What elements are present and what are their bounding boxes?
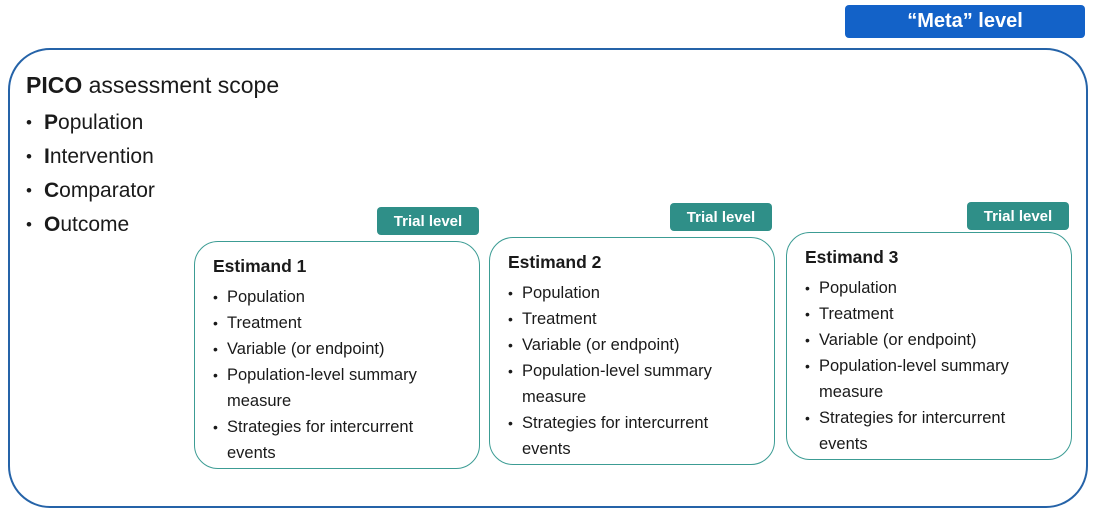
estimand-attribute-text: Variable (or endpoint) bbox=[819, 331, 977, 349]
trial-level-badge-label: Trial level bbox=[983, 207, 1053, 225]
estimand-attribute-text: Variable (or endpoint) bbox=[227, 340, 385, 358]
bullet-icon: • bbox=[508, 415, 513, 431]
estimand-attribute-text: Treatment bbox=[522, 310, 597, 328]
estimand-attribute: • Population bbox=[508, 280, 758, 306]
estimand-attribute-text: Treatment bbox=[227, 314, 302, 332]
bullet-icon: • bbox=[805, 280, 810, 296]
meta-level-badge-label: “Meta” level bbox=[907, 10, 1023, 32]
pico-item-outcome: • Outcome bbox=[26, 213, 366, 236]
bullet-icon: • bbox=[213, 315, 218, 331]
bullet-icon: • bbox=[26, 215, 32, 234]
estimand-attribute-text: Treatment bbox=[819, 305, 894, 323]
pico-scope-section: PICO assessment scope • Population • Inter… bbox=[26, 72, 366, 247]
pico-item-text: Intervention bbox=[44, 145, 154, 168]
pico-title-rest: assessment scope bbox=[82, 72, 280, 98]
pico-item-text: Outcome bbox=[44, 213, 130, 236]
bullet-icon: • bbox=[213, 289, 218, 305]
pico-item-comparator: • Comparator bbox=[26, 179, 366, 202]
pico-item-population: • Population bbox=[26, 111, 366, 134]
bullet-icon: • bbox=[213, 419, 218, 435]
estimand-attribute-text: Strategies for intercurrent events bbox=[227, 418, 414, 462]
bullet-icon: • bbox=[26, 181, 32, 200]
trial-level-badge-label: Trial level bbox=[393, 212, 463, 230]
estimand-attribute: • Treatment bbox=[213, 310, 463, 336]
bullet-icon: • bbox=[508, 285, 513, 301]
estimand-attribute: • Population bbox=[805, 275, 1055, 301]
estimand-attribute: • Variable (or endpoint) bbox=[805, 327, 1055, 353]
bullet-icon: • bbox=[26, 113, 32, 132]
estimand-2-box: Estimand 2 • Population • Treatment • Varia… bbox=[489, 237, 775, 465]
estimand-attribute: • Strategies for intercurrent events bbox=[805, 405, 1055, 457]
bullet-icon: • bbox=[213, 341, 218, 357]
pico-item-intervention: • Intervention bbox=[26, 145, 366, 168]
trial-level-badge-3: Trial level bbox=[967, 202, 1069, 230]
estimand-attribute-text: Strategies for intercurrent events bbox=[522, 414, 709, 458]
estimand-attribute: • Treatment bbox=[805, 301, 1055, 327]
estimand-attribute-text: Population bbox=[819, 279, 897, 297]
estimand-1-box: Estimand 1 • Population • Treatment • Varia… bbox=[194, 241, 480, 469]
bullet-icon: • bbox=[508, 311, 513, 327]
pico-scope-title: PICO assessment scope bbox=[26, 72, 366, 99]
trial-level-badge-1: Trial level bbox=[377, 207, 479, 235]
estimand-2-title: Estimand 2 bbox=[508, 252, 602, 272]
estimand-attribute: • Treatment bbox=[508, 306, 758, 332]
estimand-1-list: • Population • Treatment • Variable (or end… bbox=[213, 284, 463, 466]
bullet-icon: • bbox=[508, 337, 513, 353]
estimand-attribute: • Population-level summary measure bbox=[508, 358, 758, 410]
estimand-3-box: Estimand 3 • Population • Treatment • Varia… bbox=[786, 232, 1072, 460]
estimand-attribute: • Population-level summary measure bbox=[805, 353, 1055, 405]
estimand-3-list: • Population • Treatment • Variable (or end… bbox=[805, 275, 1055, 457]
estimand-3-title: Estimand 3 bbox=[805, 247, 899, 267]
estimand-attribute: • Population-level summary measure bbox=[213, 362, 463, 414]
bullet-icon: • bbox=[805, 306, 810, 322]
pico-list: • Population • Intervention • Comparator • O… bbox=[26, 111, 366, 236]
estimand-attribute-text: Population bbox=[227, 288, 305, 306]
bullet-icon: • bbox=[508, 363, 513, 379]
estimand-attribute: • Strategies for intercurrent events bbox=[213, 414, 463, 466]
meta-level-badge: “Meta” level bbox=[845, 5, 1085, 38]
estimand-attribute-text: Population-level summary measure bbox=[819, 357, 1009, 401]
trial-level-badge-2: Trial level bbox=[670, 203, 772, 231]
estimand-attribute: • Variable (or endpoint) bbox=[213, 336, 463, 362]
estimand-attribute: • Population bbox=[213, 284, 463, 310]
pico-item-text: Population bbox=[44, 111, 144, 134]
estimand-attribute-text: Population bbox=[522, 284, 600, 302]
estimand-attribute-text: Strategies for intercurrent events bbox=[819, 409, 1006, 453]
bullet-icon: • bbox=[805, 358, 810, 374]
estimand-2-list: • Population • Treatment • Variable (or end… bbox=[508, 280, 758, 462]
trial-level-badge-label: Trial level bbox=[686, 208, 756, 226]
estimand-attribute-text: Variable (or endpoint) bbox=[522, 336, 680, 354]
bullet-icon: • bbox=[805, 410, 810, 426]
pico-title-acronym: PICO bbox=[26, 72, 83, 98]
estimand-attribute: • Strategies for intercurrent events bbox=[508, 410, 758, 462]
pico-item-text: Comparator bbox=[44, 179, 155, 202]
estimand-attribute: • Variable (or endpoint) bbox=[508, 332, 758, 358]
estimand-attribute-text: Population-level summary measure bbox=[227, 366, 417, 410]
bullet-icon: • bbox=[213, 367, 218, 383]
estimand-1-title: Estimand 1 bbox=[213, 256, 307, 276]
estimand-attribute-text: Population-level summary measure bbox=[522, 362, 712, 406]
bullet-icon: • bbox=[805, 332, 810, 348]
bullet-icon: • bbox=[26, 147, 32, 166]
